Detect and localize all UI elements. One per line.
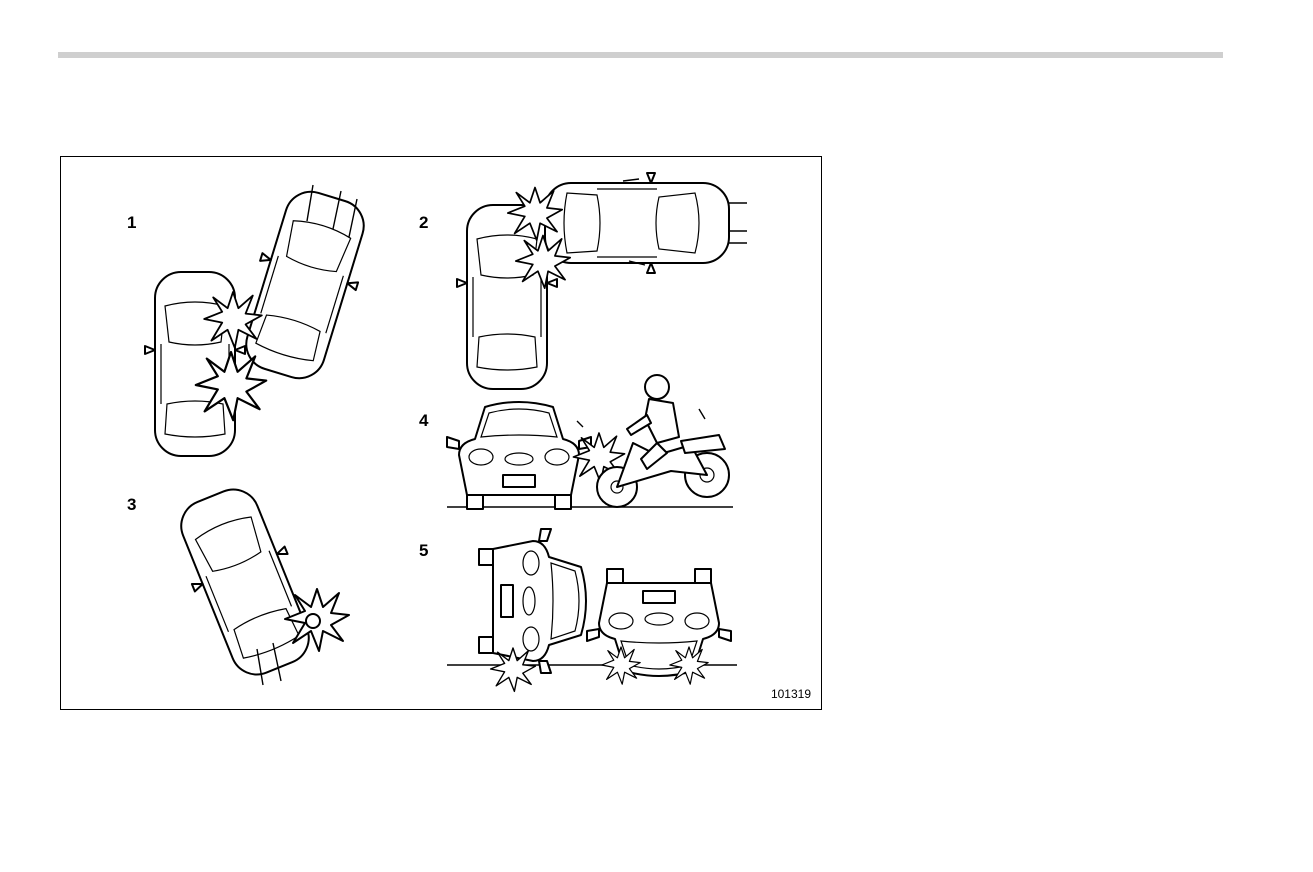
collision-illustration: 1 2 3 4 5 101319 (60, 156, 822, 710)
scene-label-2: 2 (419, 213, 428, 233)
header-rule (58, 52, 1223, 58)
scene-label-1: 1 (127, 213, 136, 233)
scene-5-rollover (447, 529, 737, 691)
scene-3-angle-impact (164, 478, 349, 686)
scene-4-motorcycle (447, 375, 733, 509)
scene-label-4: 4 (419, 411, 428, 431)
scene-1-head-on-offset (145, 182, 380, 456)
figure-code: 101319 (771, 687, 811, 701)
scene-label-3: 3 (127, 495, 136, 515)
scene-2-side-impact (457, 173, 747, 389)
collision-drawings (61, 157, 821, 709)
scene-label-5: 5 (419, 541, 428, 561)
